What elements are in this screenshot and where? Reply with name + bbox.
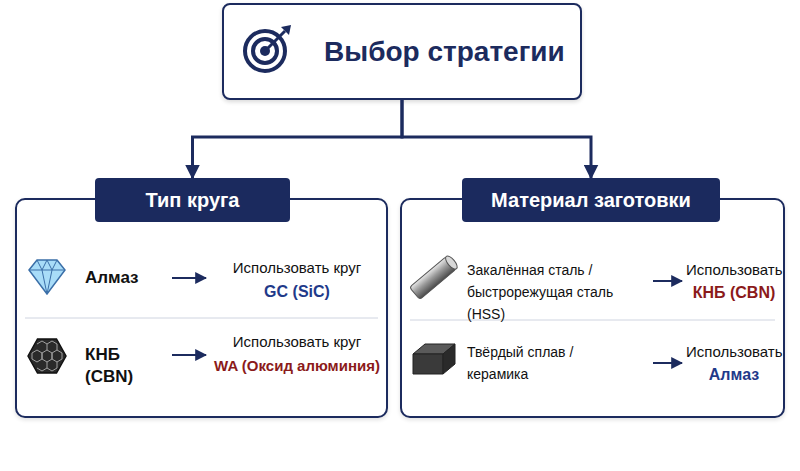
panel-frame [400,198,785,418]
panel-heading: Материал заготовки [462,178,720,222]
material-name: КНБ (CBN) [85,344,171,388]
action-text: Использовать [686,341,782,363]
category-panel: Тип круга [15,178,388,418]
connector-arrow [193,100,403,178]
panel-heading: Тип круга [95,178,290,222]
workpiece-name: Твёрдый сплав / керамика [467,341,597,385]
wheel-code: КНБ (CBN) [686,282,782,304]
action-text: Использовать круг [212,257,382,279]
strategy-box: Выбор стратегии [222,3,582,100]
wheel-code: GC (SiC) [212,281,382,303]
workpiece-name: Закалённая сталь / быстрорежущая сталь (… [467,259,652,325]
wheel-code: WA (Оксид алюминия) [208,355,386,377]
action-text: Использовать круг [212,331,382,353]
action-text: Использовать [686,259,782,281]
panel-frame [15,198,388,418]
connector-arrow [402,100,591,178]
strategy-title: Выбор стратегии [324,36,565,68]
material-name: Алмаз [85,267,167,289]
wheel-code: Алмаз [686,364,782,386]
